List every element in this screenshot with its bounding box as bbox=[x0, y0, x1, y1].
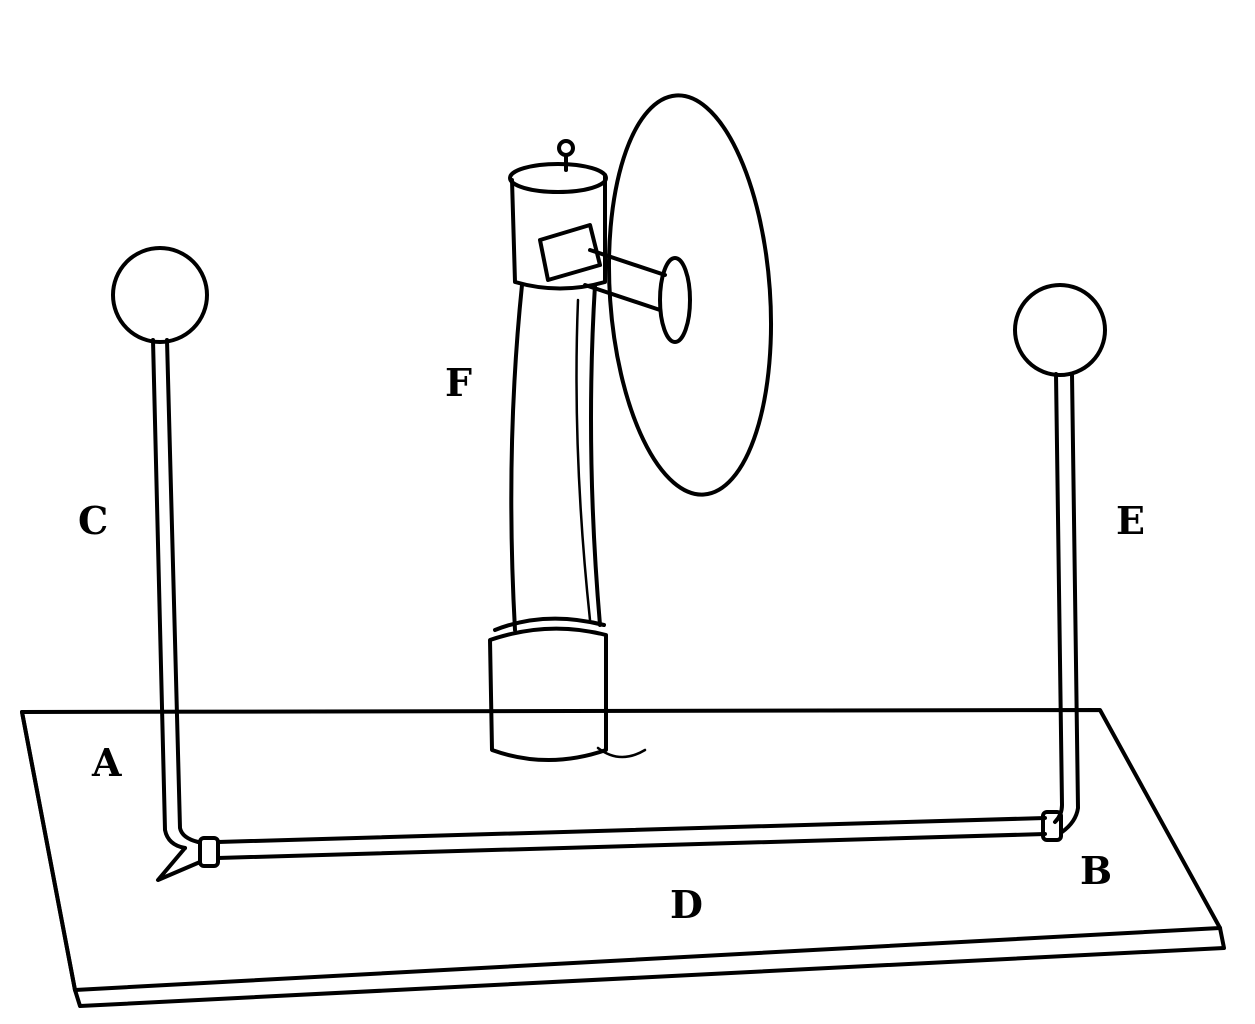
horizontal-rod bbox=[198, 810, 1063, 868]
label-e: E bbox=[1116, 498, 1145, 543]
insulating-column bbox=[488, 283, 647, 762]
rotating-disk bbox=[538, 93, 774, 497]
base-board bbox=[20, 708, 1226, 1008]
label-a: A bbox=[92, 740, 122, 785]
label-d: D bbox=[670, 882, 703, 927]
right-conductor-rod bbox=[1013, 283, 1107, 834]
column-cap bbox=[508, 139, 608, 291]
label-c: C bbox=[78, 498, 109, 543]
label-b: B bbox=[1080, 848, 1113, 893]
left-conductor-rod bbox=[111, 246, 209, 882]
label-f: F bbox=[445, 360, 472, 405]
